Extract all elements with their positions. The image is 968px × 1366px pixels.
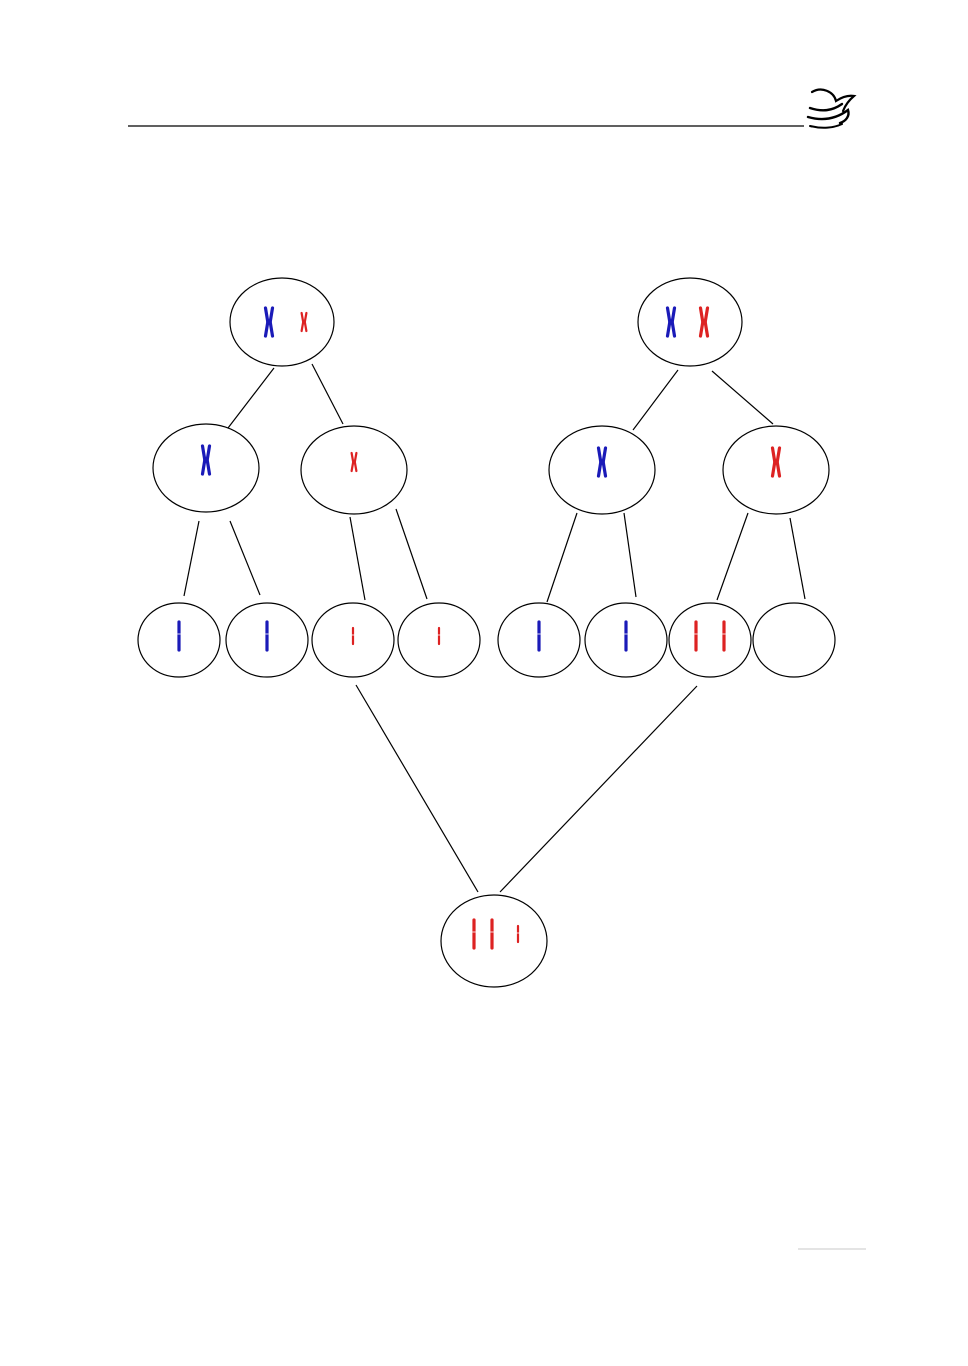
- cell-membrane: [497, 602, 581, 678]
- parent-cell: [229, 277, 335, 367]
- gamete-cell: [225, 602, 309, 678]
- zygote-cell: [440, 894, 548, 988]
- red-single-chromosome: [351, 626, 355, 646]
- connector-line: [789, 517, 806, 600]
- cell-membrane: [637, 277, 743, 367]
- red-single-chromosome: [516, 924, 520, 944]
- cell-membrane: [722, 425, 830, 515]
- gamete-cell: [497, 602, 581, 678]
- meiosis-i-cell: [548, 425, 656, 515]
- blue-single-chromosome: [624, 620, 628, 652]
- connector-line: [395, 508, 428, 600]
- red-replicated-chromosome: [698, 306, 710, 338]
- cell-membrane: [397, 602, 481, 678]
- blue-replicated-chromosome: [263, 306, 275, 338]
- connector-line: [355, 684, 479, 893]
- cell-membrane: [152, 423, 260, 513]
- red-single-chromosome: [472, 918, 476, 950]
- cells: [137, 277, 836, 988]
- gamete-cell: [584, 602, 668, 678]
- connector-line: [546, 512, 578, 603]
- cell-membrane: [300, 425, 408, 515]
- parent-cell: [637, 277, 743, 367]
- cell-membrane: [584, 602, 668, 678]
- red-single-chromosome: [722, 620, 726, 652]
- gamete-cell: [311, 602, 395, 678]
- blue-replicated-chromosome: [200, 444, 212, 476]
- blue-single-chromosome: [537, 620, 541, 652]
- gamete-cell: [137, 602, 221, 678]
- connector-line: [183, 520, 200, 597]
- red-replicated-chromosome: [350, 451, 358, 473]
- red-replicated-chromosome: [300, 311, 308, 333]
- connector-line: [711, 370, 774, 425]
- red-single-chromosome: [437, 626, 441, 646]
- cell-membrane: [668, 602, 752, 678]
- cell-membrane: [229, 277, 335, 367]
- connector-lines: [183, 363, 806, 893]
- blue-single-chromosome: [177, 620, 181, 652]
- connector-line: [349, 516, 366, 601]
- blue-single-chromosome: [265, 620, 269, 652]
- gamete-cell: [397, 602, 481, 678]
- cell-membrane: [225, 602, 309, 678]
- red-single-chromosome: [490, 918, 494, 950]
- blue-replicated-chromosome: [596, 446, 608, 478]
- connector-line: [227, 367, 275, 429]
- cell-membrane: [440, 894, 548, 988]
- blue-replicated-chromosome: [665, 306, 677, 338]
- connector-line: [623, 512, 637, 598]
- connector-line: [499, 685, 698, 893]
- connector-line: [716, 512, 749, 601]
- empty-gamete-cell: [752, 602, 836, 678]
- connector-line: [632, 369, 679, 431]
- cell-membrane: [752, 602, 836, 678]
- cell-membrane: [137, 602, 221, 678]
- cell-membrane: [311, 602, 395, 678]
- red-single-chromosome: [694, 620, 698, 652]
- meiosis-i-cell: [152, 423, 260, 513]
- connector-line: [311, 363, 344, 425]
- gamete-cell: [668, 602, 752, 678]
- meiosis-i-cell: [722, 425, 830, 515]
- dove-logo-icon: [806, 88, 857, 129]
- meiosis-i-cell: [300, 425, 408, 515]
- cell-membrane: [548, 425, 656, 515]
- red-replicated-chromosome: [770, 446, 782, 478]
- connector-line: [229, 520, 261, 596]
